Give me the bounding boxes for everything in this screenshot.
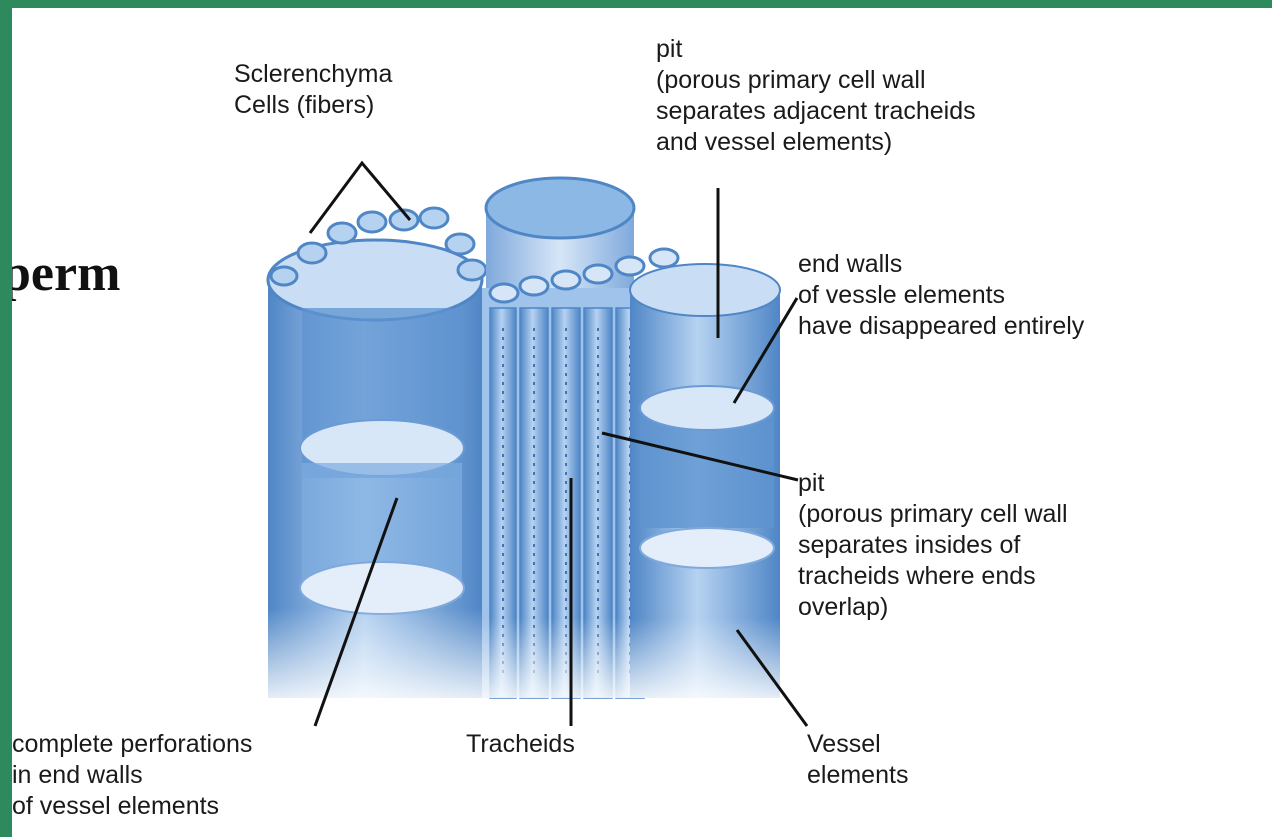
slide-title-fragment: perm <box>12 244 120 303</box>
xylem-diagram <box>12 8 1272 837</box>
label-end-walls: end walls of vessle elements have disapp… <box>798 249 1084 342</box>
vessel-element-left <box>268 240 482 698</box>
label-pit-overlap: pit (porous primary cell wall separates … <box>798 468 1068 623</box>
label-pit-adjacent: pit (porous primary cell wall separates … <box>656 34 976 158</box>
label-perforations: complete perforations in end walls of ve… <box>12 729 252 822</box>
label-tracheids: Tracheids <box>466 729 575 760</box>
vessel-element-right <box>630 264 780 698</box>
label-sclerenchyma-cells: Sclerenchyma Cells (fibers) <box>234 59 392 121</box>
label-vessel-elements: Vessel elements <box>807 729 908 791</box>
slide: perm Sclerenchyma Cells (fibers) pit (po… <box>12 8 1272 837</box>
